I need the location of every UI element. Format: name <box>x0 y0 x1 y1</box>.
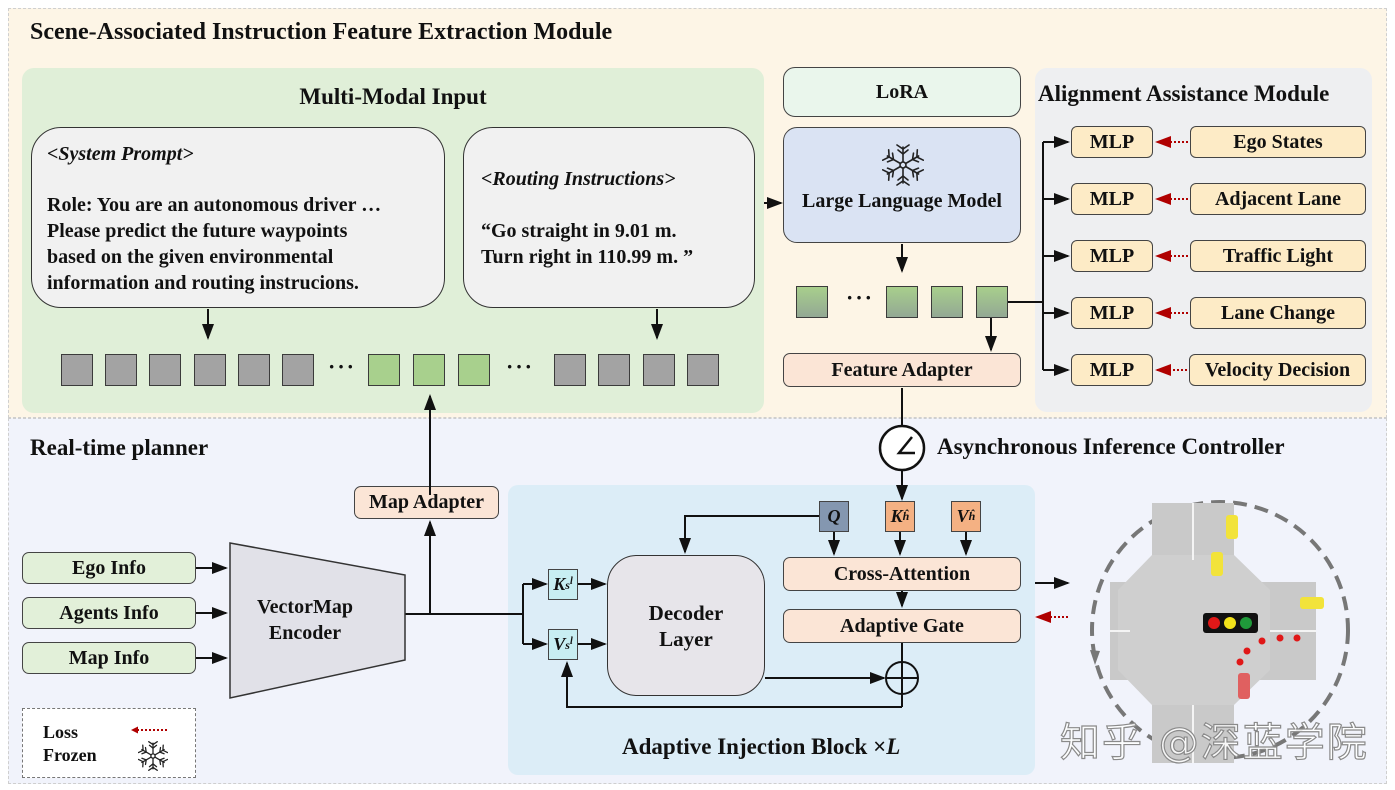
decoder-layer-box: Decoder Layer <box>607 555 765 696</box>
watermark-text: 知乎 @深蓝学院 <box>1059 719 1369 766</box>
legend-loss-label: Loss <box>43 722 79 742</box>
text-token <box>105 354 137 386</box>
decoder-label: Layer <box>659 626 713 651</box>
routing-instructions-text: “Go straight in 9.01 m. Turn right in 11… <box>481 218 693 270</box>
feature-extraction-module-title: Scene-Associated Instruction Feature Ext… <box>30 19 613 45</box>
intersection-scene-image <box>1090 500 1350 763</box>
loss-arrow-icon <box>131 726 169 734</box>
key-s-label: K <box>553 574 566 594</box>
multimodal-input-title: Multi-Modal Input <box>299 84 487 109</box>
system-prompt-line: Role: You are an autonomous driver … <box>47 194 382 216</box>
encoder-label: VectorMap <box>257 596 353 618</box>
text-token <box>643 354 675 386</box>
mlp-box: MLP <box>1071 297 1153 329</box>
injection-block-label: Adaptive Injection Block × <box>622 734 887 759</box>
legend-box: Loss Frozen <box>22 708 196 778</box>
map-token <box>413 354 445 386</box>
decoder-label: Decoder <box>648 600 724 625</box>
value-s-sub: s <box>565 638 570 652</box>
cross-attention-box: Cross-Attention <box>783 557 1021 591</box>
lora-box: LoRA <box>783 67 1021 117</box>
system-prompt-box: <System Prompt> Role: You are an autonom… <box>31 127 445 308</box>
text-token <box>149 354 181 386</box>
vehicle <box>1211 552 1223 576</box>
key-h-sub: ĥ <box>902 509 910 523</box>
system-prompt-header: <System Prompt> <box>47 143 194 165</box>
text-token <box>238 354 270 386</box>
system-prompt-line: based on the given environmental <box>47 246 334 268</box>
routing-line: “Go straight in 9.01 m. <box>481 220 677 242</box>
map-token <box>368 354 400 386</box>
target-velocity-decision: Velocity Decision <box>1189 354 1366 386</box>
llm-output-token <box>886 286 918 318</box>
key-s-sup: l <box>569 576 573 587</box>
snowflake-icon <box>882 144 924 186</box>
ego-vehicle <box>1238 673 1250 699</box>
mlp-box: MLP <box>1071 126 1153 158</box>
text-token <box>61 354 93 386</box>
routing-instructions-header: <Routing Instructions> <box>481 168 676 190</box>
ego-info-input: Ego Info <box>22 552 196 584</box>
system-prompt-line: Please predict the future waypoints <box>47 220 348 242</box>
token-ellipsis: ··· <box>846 285 875 310</box>
value-h-label: V <box>956 506 969 526</box>
routing-line: Turn right in 110.99 m. ” <box>481 246 694 268</box>
key-h-label: K <box>890 506 903 526</box>
target-traffic-light: Traffic Light <box>1190 240 1366 272</box>
text-token <box>554 354 586 386</box>
system-prompt-text: Role: You are an autonomous driver … Ple… <box>47 192 381 296</box>
text-token <box>194 354 226 386</box>
map-info-input: Map Info <box>22 642 196 674</box>
planned-waypoints <box>1236 634 1301 666</box>
llm-output-token <box>796 286 828 318</box>
target-ego-states: Ego States <box>1190 126 1366 158</box>
token-ellipsis: ··· <box>328 354 357 379</box>
map-adapter-box: Map Adapter <box>354 486 499 519</box>
system-prompt-line: information and routing instrucions. <box>47 272 359 294</box>
mlp-box: MLP <box>1071 240 1153 272</box>
text-token <box>598 354 630 386</box>
injection-block-var: L <box>886 734 901 759</box>
legend-frozen-label: Frozen <box>43 745 97 765</box>
key-s-sub: s <box>565 578 570 592</box>
text-token <box>282 354 314 386</box>
mlp-box: MLP <box>1071 183 1153 215</box>
traffic-light-green <box>1240 617 1252 629</box>
token-ellipsis: ··· <box>506 354 535 379</box>
real-time-planner-title: Real-time planner <box>30 435 209 460</box>
llm-label: Large Language Model <box>802 190 1002 212</box>
adaptive-gate-box: Adaptive Gate <box>783 609 1021 643</box>
large-language-model-box: Large Language Model <box>783 127 1021 243</box>
target-adjacent-lane: Adjacent Lane <box>1190 183 1366 215</box>
value-s-sup: l <box>569 636 573 647</box>
text-token <box>687 354 719 386</box>
llm-output-token <box>976 286 1008 318</box>
llm-output-token <box>931 286 963 318</box>
traffic-light-red <box>1208 617 1220 629</box>
injection-block-title: Adaptive Injection Block ×L <box>622 734 900 760</box>
vehicle <box>1300 597 1324 609</box>
feature-adapter-box: Feature Adapter <box>783 353 1021 387</box>
agents-info-input: Agents Info <box>22 597 196 629</box>
vehicle <box>1226 515 1238 539</box>
target-lane-change: Lane Change <box>1190 297 1366 329</box>
value-h-sub: ĥ <box>968 509 976 523</box>
snowflake-icon <box>138 741 168 771</box>
async-controller-label: Asynchronous Inference Controller <box>937 434 1285 459</box>
mlp-box: MLP <box>1071 354 1153 386</box>
encoder-label: Encoder <box>268 622 342 644</box>
alignment-module-title: Alignment Assistance Module <box>1038 81 1330 106</box>
vectormap-encoder-label: VectorMap Encoder <box>230 594 380 646</box>
map-token <box>458 354 490 386</box>
traffic-light-yellow <box>1224 617 1236 629</box>
routing-instructions-box: <Routing Instructions> “Go straight in 9… <box>463 127 755 308</box>
scene-loop-arrowhead <box>1090 650 1100 665</box>
value-s-label: V <box>553 634 566 654</box>
query-box: Q <box>819 501 849 532</box>
